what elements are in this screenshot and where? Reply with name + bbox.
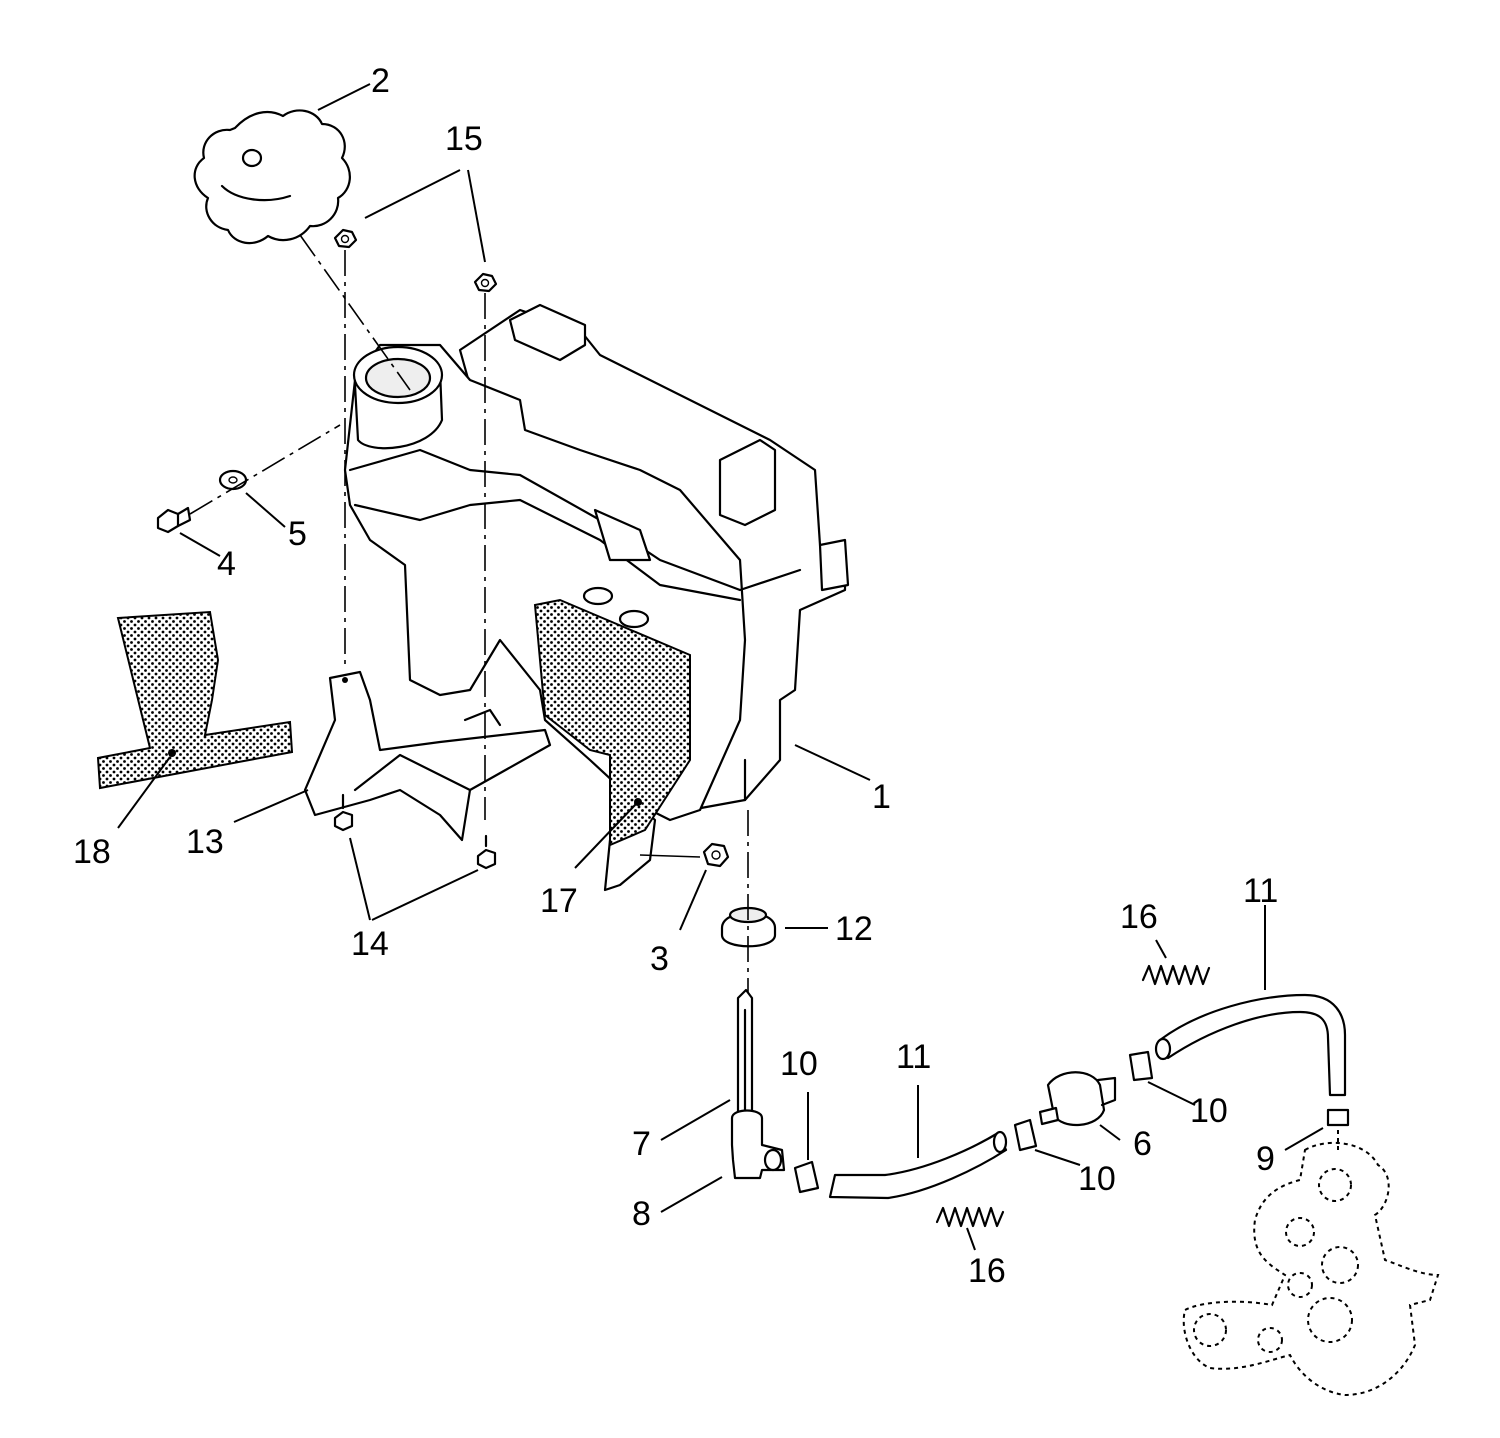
callout-16-upper: 16 — [1120, 898, 1158, 936]
heat-shield-part-17 — [533, 598, 691, 847]
callout-labels: 2 15 1 3 4 5 6 7 8 9 10 10 10 11 11 12 1… — [73, 62, 1278, 1290]
callout-11-upper: 11 — [1243, 872, 1278, 910]
filler-cap — [193, 109, 351, 245]
nuts-part-15 — [333, 228, 498, 293]
callout-3: 3 — [650, 940, 669, 978]
callout-16-lower: 16 — [968, 1252, 1006, 1290]
callout-6: 6 — [1133, 1125, 1152, 1163]
hose-lower — [828, 1131, 1008, 1200]
hose-clamps — [793, 1050, 1350, 1194]
nut-part-3 — [639, 842, 730, 868]
callout-10-right: 10 — [1190, 1092, 1228, 1130]
callout-18: 18 — [73, 833, 111, 871]
bracket — [303, 670, 552, 842]
bolt-part-4 — [156, 506, 192, 534]
callout-10-middle: 10 — [1078, 1160, 1116, 1198]
callout-13: 13 — [186, 823, 224, 861]
springs-part-16 — [935, 964, 1211, 1228]
callout-7: 7 — [632, 1125, 651, 1163]
washer-part-5 — [218, 469, 248, 491]
callout-17: 17 — [540, 882, 578, 920]
callout-12: 12 — [835, 910, 873, 948]
callout-2: 2 — [371, 62, 390, 100]
callout-15: 15 — [445, 120, 483, 158]
leader-lines — [117, 83, 1324, 1251]
assembly-centerlines — [189, 234, 749, 1000]
hose-upper — [1158, 993, 1347, 1097]
callout-14: 14 — [351, 925, 389, 963]
callout-5: 5 — [288, 515, 307, 553]
callout-11-lower: 11 — [896, 1038, 931, 1076]
pickup-tube-part-7 — [736, 988, 754, 1117]
reservoir-tank — [343, 303, 850, 892]
callout-9: 9 — [1256, 1140, 1275, 1178]
callout-4: 4 — [217, 545, 236, 583]
callout-1: 1 — [872, 778, 891, 816]
screws-part-14 — [333, 793, 497, 870]
callout-8: 8 — [632, 1195, 651, 1233]
tee-fitting-part-8 — [730, 1109, 786, 1180]
foam-pad — [96, 610, 294, 790]
callout-10-left: 10 — [780, 1045, 818, 1083]
fuel-filter-part-6 — [1038, 1071, 1117, 1127]
reference-pump-outline — [1182, 1130, 1440, 1397]
